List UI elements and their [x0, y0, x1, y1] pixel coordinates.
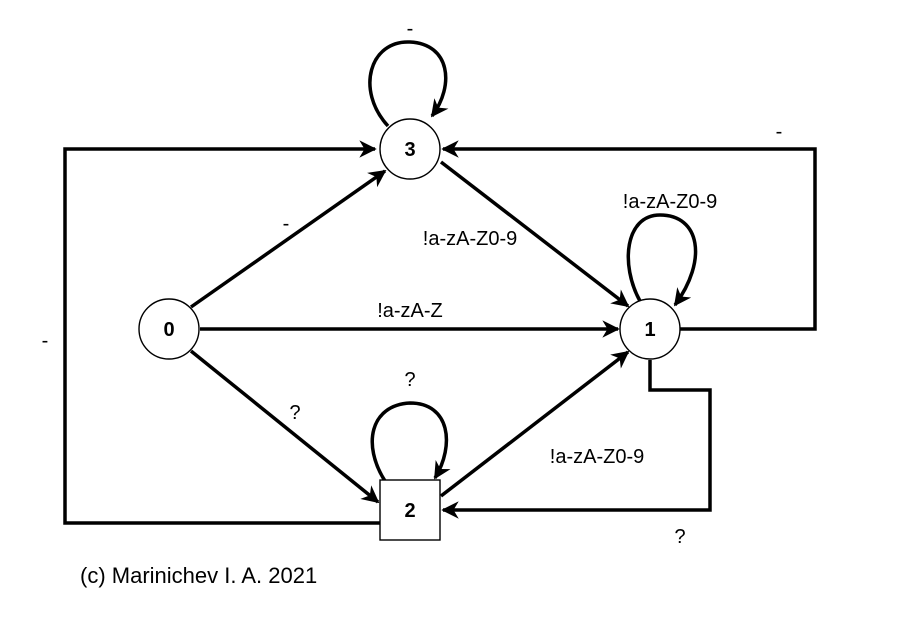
- edge-1-to-3: [441, 140, 817, 331]
- state-node-1: 1: [619, 298, 681, 360]
- state-label: 1: [644, 319, 655, 341]
- edge-label-1-to-2: ?: [674, 526, 685, 548]
- edge-label-0-to-2: ?: [289, 402, 300, 424]
- edge-2-to-1: [439, 350, 630, 498]
- edge-label-loop-1: !a-zA-Z0-9: [623, 191, 717, 213]
- state-label: 0: [163, 319, 174, 341]
- edge-label-loop-3: -: [407, 18, 414, 40]
- edge-label-3-to-1: !a-zA-Z0-9: [423, 228, 517, 250]
- copyright-text: (c) Marinichev I. A. 2021: [80, 563, 318, 588]
- state-node-2: 2: [379, 479, 441, 541]
- loop-3: [368, 40, 449, 128]
- edge-1-to-2: [441, 360, 712, 519]
- state-label: 2: [404, 500, 415, 522]
- edge-label-0-to-1: !a-zA-Z: [377, 300, 443, 322]
- edge-label-2-to-1: !a-zA-Z0-9: [550, 446, 644, 468]
- loop-1: [626, 213, 698, 307]
- edge-label-1-to-3: -: [776, 121, 783, 143]
- edge-0-to-3: [189, 169, 387, 309]
- state-node-3: 3: [379, 118, 441, 180]
- state-label: 3: [404, 139, 415, 161]
- edge-3-to-1: [439, 160, 630, 308]
- edge-0-to-2: [189, 349, 380, 504]
- state-node-0: 0: [138, 298, 200, 360]
- edge-label-loop-2: ?: [404, 369, 415, 391]
- edge-label-2-to-3: -: [42, 330, 49, 352]
- edge-label-0-to-3: -: [283, 213, 290, 235]
- loop-2: [370, 401, 451, 482]
- edge-2-to-3: [63, 140, 380, 525]
